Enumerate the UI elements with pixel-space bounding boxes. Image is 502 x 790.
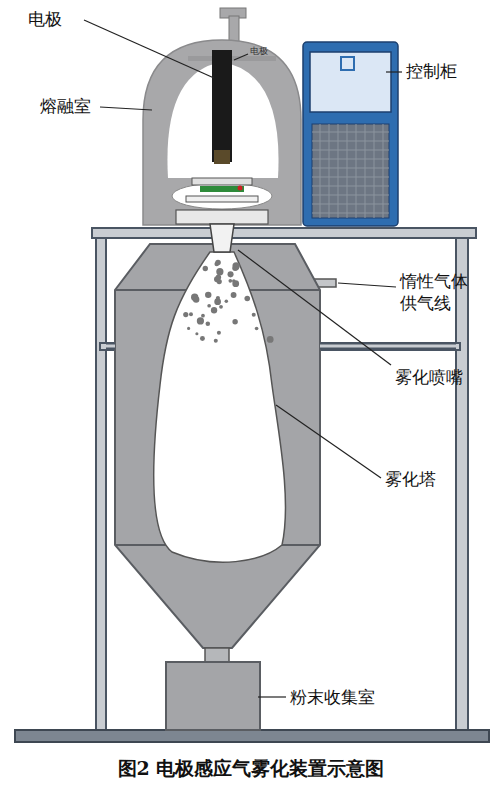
leader-lines: [84, 20, 402, 697]
powder-chamber: [166, 662, 260, 730]
frame-leg: [456, 236, 468, 734]
frame-table: [92, 228, 476, 238]
electrode: [212, 50, 232, 162]
figure-caption: 图2 电极感应气雾化装置示意图: [0, 756, 502, 782]
control-cabinet: [303, 42, 398, 226]
callout-label: 电极: [28, 8, 88, 30]
callout-label: 雾化喷嘴: [395, 366, 475, 388]
callout-label: 熔融室: [40, 95, 102, 117]
callout-label: 控制柜: [406, 60, 468, 82]
callout-label: 电极: [250, 46, 280, 58]
atomization-tower: [115, 244, 320, 648]
atomizing-nozzle: [210, 224, 234, 252]
melting-chamber: [143, 40, 301, 225]
callout-label: 雾化塔: [385, 468, 447, 490]
frame-leg: [96, 236, 106, 734]
spray-plume: [154, 252, 286, 562]
callout-label: 惰性气体 供气线: [400, 270, 474, 314]
frame-base: [15, 730, 489, 742]
callout-label: 粉末收集室: [290, 686, 386, 708]
